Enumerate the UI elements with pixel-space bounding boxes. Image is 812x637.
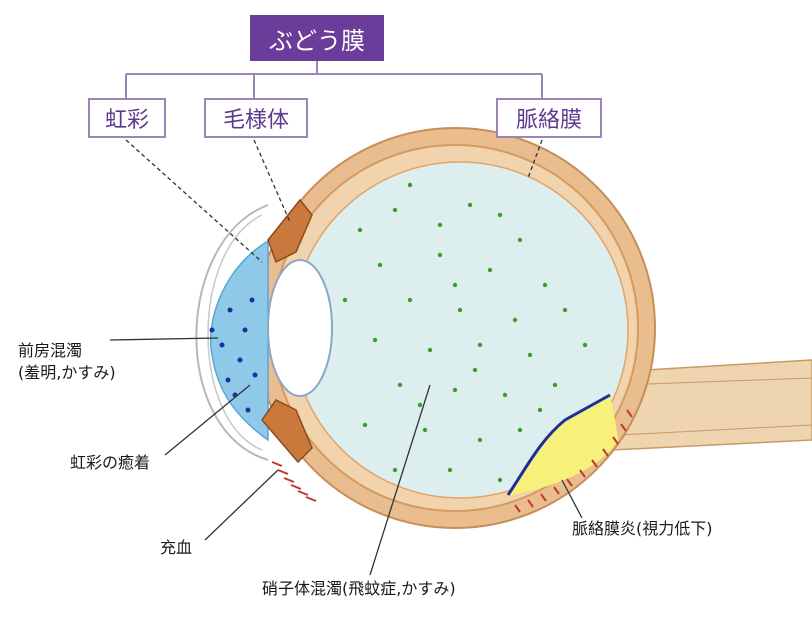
iris-box: 虹彩 (88, 98, 166, 138)
anterior-chamber (209, 239, 273, 442)
ciliary-body-lower (261, 399, 313, 464)
ciliary-body-box: 毛様体 (204, 98, 308, 138)
choroiditis-label: 脈絡膜炎(視力低下) (572, 519, 713, 538)
tree-connectors (125, 61, 543, 98)
uvea-root-box: ぶどう膜 (250, 15, 384, 61)
iris-adhesion-label: 虹彩の癒着 (70, 453, 151, 472)
lens (267, 259, 333, 397)
label-pointers (109, 139, 583, 576)
inflammation-hatch-anterior (271, 461, 317, 502)
cornea (195, 204, 269, 461)
vitreous-opacity-label: 硝子体混濁(飛蚊症,かすみ) (262, 579, 456, 598)
anterior-opacity-label: 前房混濁 (18, 341, 83, 360)
inflammation-hatch-posterior (514, 409, 633, 513)
vitreous-floaters (342, 182, 588, 483)
choroid-box: 脈絡膜 (496, 98, 602, 138)
hyperemia-label: 充血 (160, 538, 193, 557)
anterior-opacity-symptoms: (羞明,かすみ) (18, 363, 116, 382)
ciliary-body-upper (267, 198, 313, 264)
